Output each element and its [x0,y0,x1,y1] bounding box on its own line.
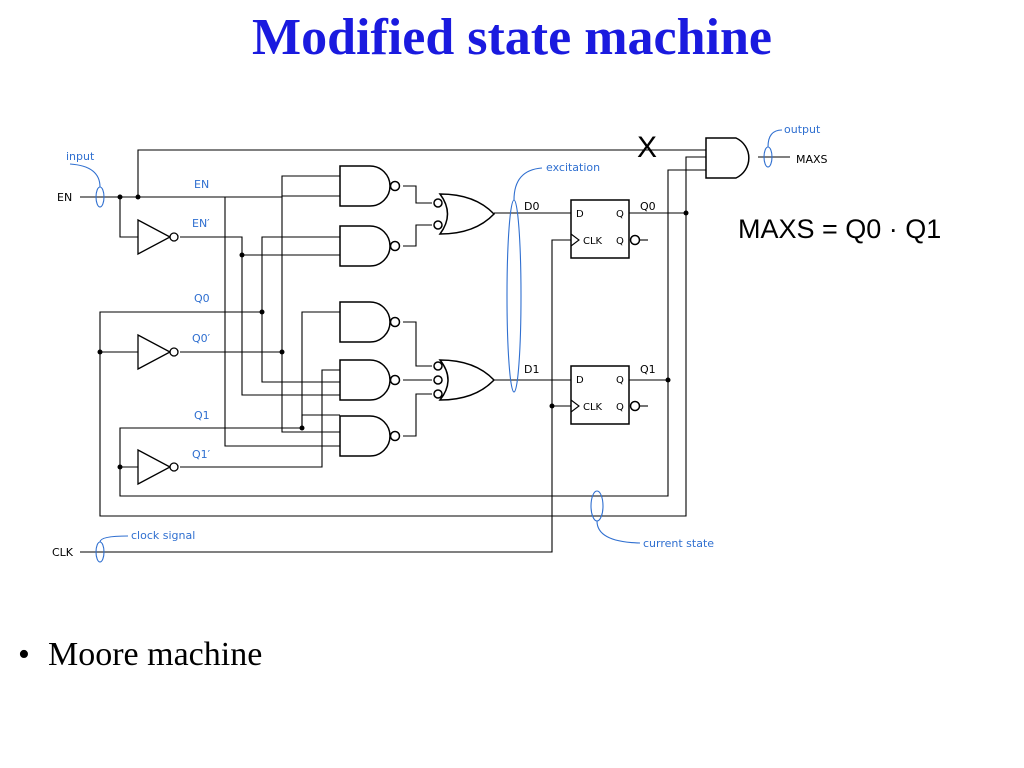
bullet-dot: • [18,636,30,673]
ff0-q-label: Q [616,209,624,220]
nand-gate-2 [339,225,401,267]
and-gate-maxs [705,137,750,179]
bullet-text: Moore machine [48,636,263,673]
d1-label: D1 [524,363,539,376]
en-input-label: EN [57,191,72,204]
nand-gate-5 [339,415,401,457]
q0-wire-label: Q0 [194,292,210,305]
q1-bar-label: Q1′ [192,448,211,461]
current-state-label: current state [643,537,714,550]
input-label: input [66,150,95,163]
ff0-d-label: D [576,209,584,220]
annotations [69,129,783,563]
bullet-list: • Moore machine [18,636,262,674]
ff1-qbar-label: Q [616,402,624,413]
excitation-label: excitation [546,161,600,174]
inverter-en [137,218,179,256]
inverter-q1 [137,448,179,486]
nand-gate-3 [339,301,401,343]
current-state-callout [596,520,641,544]
q1-out-label: Q1 [640,363,656,376]
or-gate-d1 [433,359,496,401]
ff1-clk-label: CLK [583,402,603,413]
nand-gate-1 [339,165,401,207]
excitation-callout [513,167,543,201]
q0-out-label: Q0 [640,200,656,213]
q0-bar-label: Q0′ [192,332,211,345]
clock-callout [99,535,129,543]
ff1-d-label: D [576,375,584,386]
bullet-item: • Moore machine [18,636,262,674]
clk-input-label: CLK [52,546,74,559]
flip-flop-q1: D Q CLK Q [570,365,641,425]
en-wire-label: EN [194,178,209,191]
wires [80,149,790,553]
output-callout [767,129,783,148]
input-callout [69,163,101,188]
excitation-ellipse [506,199,522,393]
maxs-label: MAXS [796,153,828,166]
x-mark: X [637,131,658,164]
ff0-clk-label: CLK [583,236,603,247]
junction-dots [97,194,689,470]
nand-gate-4 [339,359,401,401]
or-gate-d0 [433,193,496,235]
ff0-qbar-label: Q [616,236,624,247]
q1-wire-label: Q1 [194,409,210,422]
maxs-equation: MAXS = Q0 · Q1 [738,214,942,244]
ff1-q-label: Q [616,375,624,386]
d0-label: D0 [524,200,539,213]
slide-title: Modified state machine [252,9,772,66]
flip-flop-q0: D Q CLK Q [570,199,641,259]
inverter-q0 [137,333,179,371]
clock-signal-label: clock signal [131,529,195,542]
output-label: output [784,123,821,136]
en-bar-label: EN′ [192,217,210,230]
